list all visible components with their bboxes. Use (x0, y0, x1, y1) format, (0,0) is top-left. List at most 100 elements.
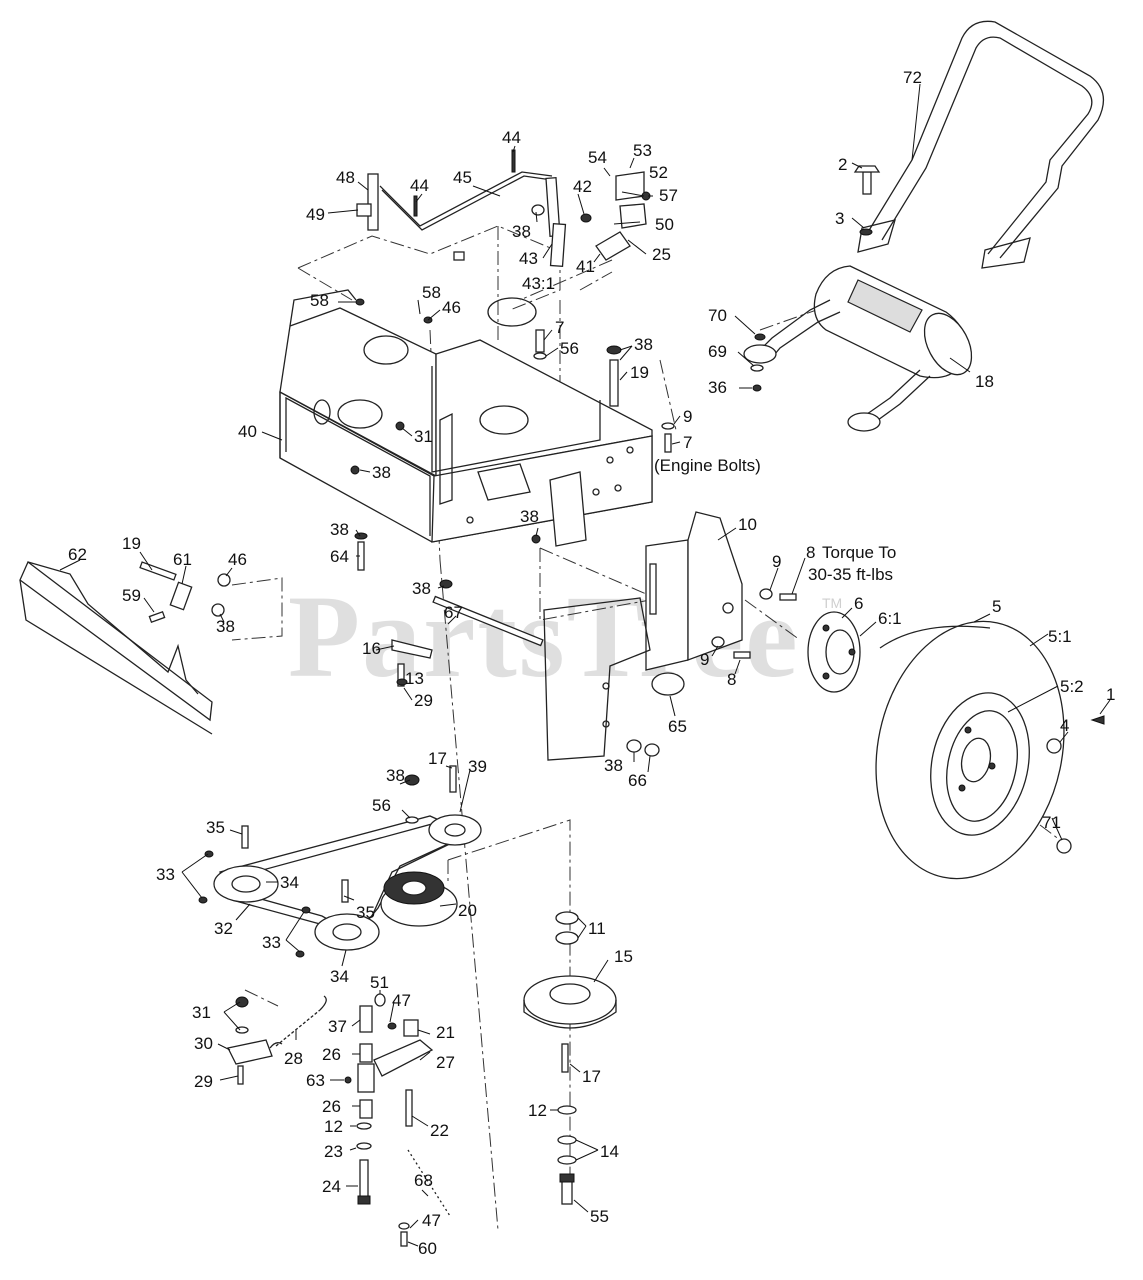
callout-38: 38 (512, 222, 531, 241)
shift-linkage (356, 149, 651, 268)
callout-25: 25 (652, 245, 671, 264)
handle-bar (853, 20, 1105, 269)
callout-39: 39 (468, 757, 487, 776)
leader-lines (59, 83, 1111, 1247)
right-bracket (543, 511, 743, 761)
callout-44: 44 (410, 176, 429, 195)
callout-47: 47 (392, 991, 411, 1010)
callout-38: 38 (372, 463, 391, 482)
callout-38: 38 (604, 756, 623, 775)
callout-45: 45 (453, 168, 472, 187)
callout-22: 22 (430, 1121, 449, 1140)
callout-17: 17 (582, 1067, 601, 1086)
callout-38: 38 (520, 507, 539, 526)
callout-43: 43 (519, 249, 538, 268)
callout-21: 21 (436, 1023, 455, 1042)
callout-15: 15 (614, 947, 633, 966)
tensioner-assembly (227, 993, 451, 1247)
wheel-assembly (626, 588, 1105, 880)
idler-arm (391, 595, 544, 687)
callout-38: 38 (216, 617, 235, 636)
callout-4: 4 (1060, 716, 1069, 735)
callout-2: 2 (838, 155, 847, 174)
callout-5-2: 5:2 (1060, 677, 1084, 696)
callout-26: 26 (322, 1045, 341, 1064)
callout-20: 20 (458, 901, 477, 920)
callout-33: 33 (262, 933, 281, 952)
callout-40: 40 (238, 422, 257, 441)
callout-31: 31 (192, 1003, 211, 1022)
deflector (19, 560, 231, 735)
callout-38: 38 (386, 766, 405, 785)
callout-35: 35 (206, 818, 225, 837)
callout-38: 38 (634, 335, 653, 354)
callout-38: 38 (412, 579, 431, 598)
callout-71: 71 (1042, 813, 1061, 832)
callout-65: 65 (668, 717, 687, 736)
callout-32: 32 (214, 919, 233, 938)
callout-8: 8 (727, 670, 736, 689)
main-frame (279, 251, 675, 589)
callout-12: 12 (528, 1101, 547, 1120)
callout-28: 28 (284, 1049, 303, 1068)
callout-24: 24 (322, 1177, 341, 1196)
callout-17: 17 (428, 749, 447, 768)
callout-35: 35 (356, 903, 375, 922)
callout-59: 59 (122, 586, 141, 605)
callout-34: 34 (280, 873, 299, 892)
muffler (743, 265, 973, 432)
callout-52: 52 (649, 163, 668, 182)
torque-note-line2: 30-35 ft-lbs (808, 565, 893, 584)
callout-labels: 72 2 3 18 70 69 36 44 44 45 48 49 54 53 … (68, 68, 1115, 1258)
callout-68: 68 (414, 1171, 433, 1190)
callout-47: 47 (422, 1211, 441, 1230)
callout-3: 3 (835, 209, 844, 228)
callout-60: 60 (418, 1239, 437, 1258)
callout-23: 23 (324, 1142, 343, 1161)
callout-11: 11 (588, 919, 606, 938)
callout-46: 46 (228, 550, 247, 569)
callout-57: 57 (659, 186, 678, 205)
callout-61: 61 (173, 550, 192, 569)
callout-70: 70 (708, 306, 727, 325)
callout-44: 44 (502, 128, 521, 147)
callout-13: 13 (405, 669, 424, 688)
callout-9: 9 (683, 407, 692, 426)
callout-1: 1 (1106, 685, 1115, 704)
callout-51: 51 (370, 973, 389, 992)
callout-41: 41 (576, 257, 595, 276)
callout-36: 36 (708, 378, 727, 397)
callout-42: 42 (573, 177, 592, 196)
callout-63: 63 (306, 1071, 325, 1090)
watermark-tm: TM (822, 595, 842, 611)
callout-33: 33 (156, 865, 175, 884)
callout-19: 19 (122, 534, 141, 553)
callout-9: 9 (772, 552, 781, 571)
callout-56: 56 (560, 339, 579, 358)
callout-29: 29 (194, 1072, 213, 1091)
callout-8: 8 (806, 543, 815, 562)
callout-18: 18 (975, 372, 994, 391)
callout-55: 55 (590, 1207, 609, 1226)
callout-56: 56 (372, 796, 391, 815)
callout-50: 50 (655, 215, 674, 234)
callout-34: 34 (330, 967, 349, 986)
callout-66: 66 (628, 771, 647, 790)
callout-19: 19 (630, 363, 649, 382)
callout-62: 62 (68, 545, 87, 564)
callout-9: 9 (700, 650, 709, 669)
callout-58: 58 (310, 291, 329, 310)
torque-note-line1: Torque To (822, 543, 896, 562)
callout-29: 29 (414, 691, 433, 710)
callout-12: 12 (324, 1117, 343, 1136)
callout-49: 49 (306, 205, 325, 224)
callout-48: 48 (336, 168, 355, 187)
callout-46: 46 (442, 298, 461, 317)
callout-53: 53 (633, 141, 652, 160)
callout-72: 72 (903, 68, 922, 87)
lower-pulley (523, 911, 617, 1205)
callout-54: 54 (588, 148, 607, 167)
callout-38: 38 (330, 520, 349, 539)
callout-10: 10 (738, 515, 757, 534)
callout-6-1: 6:1 (878, 609, 902, 628)
